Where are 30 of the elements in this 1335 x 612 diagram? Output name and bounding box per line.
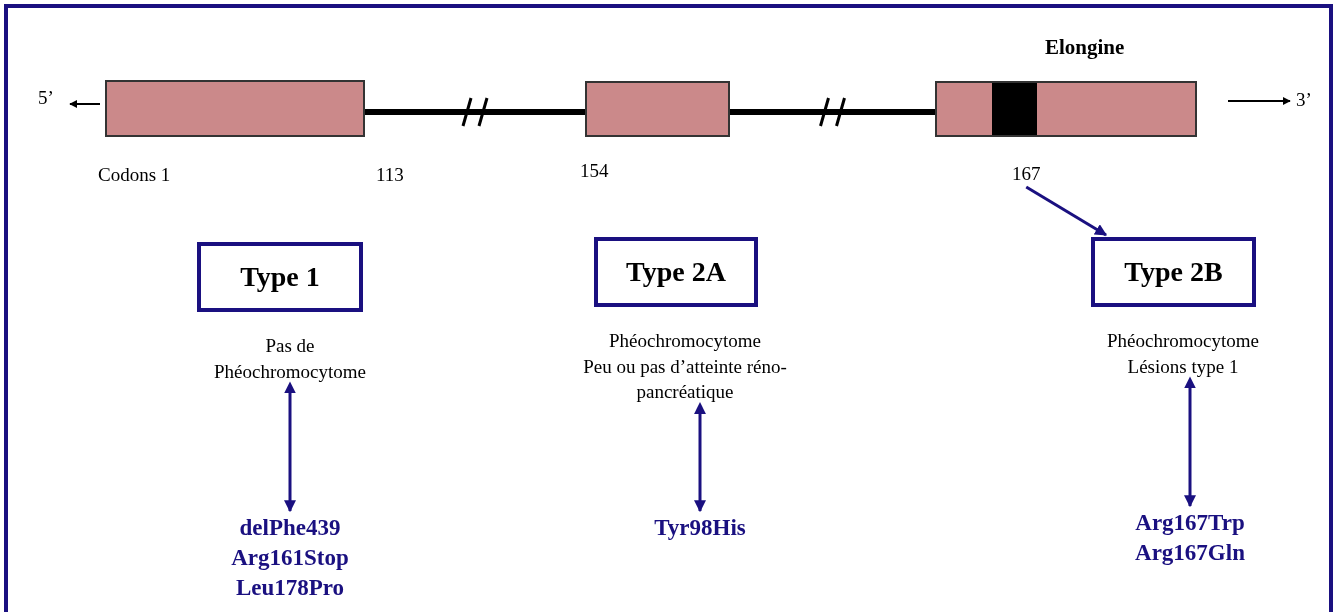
mutation-text: Arg167Trp	[1135, 509, 1245, 537]
phenotype-text: Phéochromocytome	[1106, 329, 1260, 353]
mutation-text: Tyr98His	[654, 513, 746, 543]
double-arrow	[284, 381, 296, 513]
mutation-text: delPhe439	[238, 514, 342, 542]
mutation-text: Leu178Pro	[234, 573, 346, 602]
end-label: 3’	[1296, 88, 1312, 112]
double-arrow	[1184, 376, 1196, 508]
type-box: Type 2A	[594, 237, 758, 307]
codon-label: 154	[580, 159, 609, 183]
mutation-text: Arg167Gln	[1135, 538, 1245, 567]
phenotype-text: Phéochromocytome	[608, 329, 762, 353]
double-arrow	[694, 402, 706, 513]
type-box: Type 1	[197, 242, 363, 312]
codon-label: Codons 1	[98, 163, 171, 187]
region-label: Elongine	[1045, 34, 1125, 61]
exon-box	[105, 80, 365, 137]
codon-label: 113	[376, 163, 404, 187]
phenotype-text: Lésions type 1	[1126, 354, 1240, 379]
intron-line	[730, 109, 935, 115]
end-label: 5’	[38, 86, 54, 110]
exon-box	[585, 81, 730, 137]
phenotype-text: Peu ou pas d’atteinte réno-pancréatique	[582, 354, 788, 405]
codon-label: 167	[1012, 163, 1041, 185]
arrow	[1025, 185, 1108, 237]
type-box: Type 2B	[1091, 237, 1256, 307]
exon-box	[935, 81, 1197, 137]
mutation-text: Arg161Stop	[231, 543, 349, 572]
phenotype-text: Pas de Phéochromocytome	[190, 333, 390, 385]
intron-line	[365, 109, 585, 115]
